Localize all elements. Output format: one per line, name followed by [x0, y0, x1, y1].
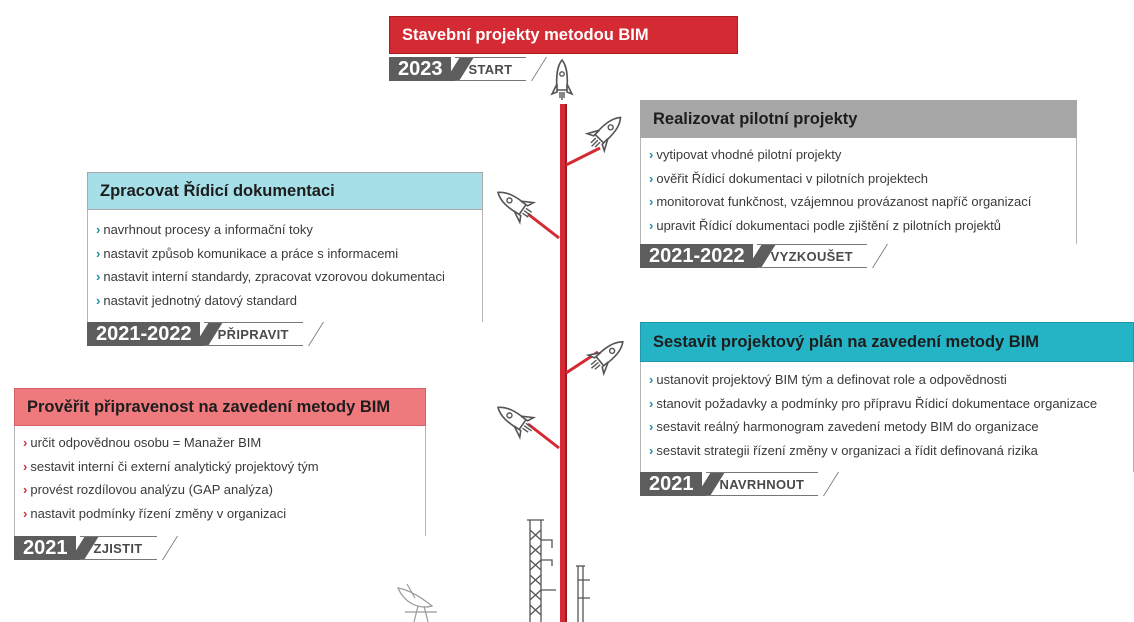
start-year: 2023	[389, 57, 451, 81]
list-item: ›nastavit jednotný datový standard	[96, 289, 474, 313]
list-item: ›sestavit interní či externí analytický …	[23, 455, 417, 479]
chevron-right-icon: ›	[649, 170, 654, 186]
card-body: ›vytipovat vhodné pilotní projekty ›ověř…	[640, 138, 1077, 244]
rocket-icon	[584, 116, 622, 154]
branch-docs	[527, 212, 560, 240]
list-item: ›vytipovat vhodné pilotní projekty	[649, 143, 1068, 167]
card-footer: 2021 NAVRHNOUT	[640, 472, 1134, 496]
list-item: ›nastavit způsob komunikace a práce s in…	[96, 242, 474, 266]
card-year: 2021-2022	[640, 244, 753, 268]
card-readiness: Prověřit připravenost na zavedení metody…	[14, 388, 426, 560]
list-item: ›provést rozdílovou analýzu (GAP analýza…	[23, 478, 417, 502]
card-year: 2021-2022	[87, 322, 200, 346]
list-item: ›nastavit interní standardy, zpracovat v…	[96, 265, 474, 289]
start-banner: Stavební projekty metodou BIM 2023 START	[389, 16, 738, 81]
card-phase: VYZKOUŠET	[746, 244, 888, 268]
list-item: ›stanovit požadavky a podmínky pro přípr…	[649, 392, 1125, 416]
card-title: Sestavit projektový plán na zavedení met…	[640, 322, 1134, 362]
chevron-right-icon: ›	[649, 372, 654, 387]
list-item: ›ustanovit projektový BIM tým a definova…	[649, 368, 1125, 392]
chevron-right-icon: ›	[649, 147, 654, 162]
branch-readiness	[527, 422, 560, 450]
start-footer: 2023 START	[389, 57, 738, 81]
chevron-right-icon: ›	[649, 217, 654, 233]
central-pole	[560, 104, 565, 622]
list-item: ›navrhnout procesy a informační toky	[96, 218, 474, 242]
chevron-right-icon: ›	[23, 505, 28, 521]
chevron-right-icon: ›	[96, 292, 101, 308]
card-pilot-projects: Realizovat pilotní projekty ›vytipovat v…	[640, 100, 1077, 268]
list-item: ›sestavit reálný harmonogram zavedení me…	[649, 415, 1125, 439]
chevron-right-icon: ›	[649, 395, 654, 411]
card-body: ›ustanovit projektový BIM tým a definova…	[640, 362, 1134, 472]
chevron-right-icon: ›	[649, 194, 654, 209]
chevron-right-icon: ›	[96, 222, 101, 237]
card-year: 2021	[14, 536, 76, 560]
card-title: Zpracovat Řídicí dokumentaci	[87, 172, 483, 210]
card-body: ›navrhnout procesy a informační toky ›na…	[87, 210, 483, 322]
card-phase: NAVRHNOUT	[695, 472, 840, 496]
chevron-right-icon: ›	[23, 482, 28, 497]
start-phase: START	[444, 57, 548, 81]
card-project-plan: Sestavit projektový plán na zavedení met…	[640, 322, 1134, 496]
chevron-right-icon: ›	[96, 245, 101, 261]
card-title: Realizovat pilotní projekty	[640, 100, 1077, 138]
card-footer: 2021-2022 VYZKOUŠET	[640, 244, 1077, 268]
chevron-right-icon: ›	[23, 435, 28, 450]
branch-pilot	[565, 146, 601, 167]
card-year: 2021	[640, 472, 702, 496]
satellite-dish-icon	[397, 583, 437, 622]
card-phase: ZJISTIT	[69, 536, 178, 560]
card-phase: PŘIPRAVIT	[193, 322, 324, 346]
start-title: Stavební projekty metodou BIM	[389, 16, 738, 54]
card-footer: 2021 ZJISTIT	[14, 536, 426, 560]
list-item: ›monitorovat funkčnost, vzájemnou prováz…	[649, 190, 1068, 214]
chevron-right-icon: ›	[96, 269, 101, 284]
rocket-icon	[496, 406, 537, 440]
list-item: ›určit odpovědnou osobu = Manažer BIM	[23, 431, 417, 455]
chevron-right-icon: ›	[649, 419, 654, 434]
central-pole-shadow	[565, 104, 567, 622]
card-footer: 2021-2022 PŘIPRAVIT	[87, 322, 483, 346]
launch-tower-icon	[527, 519, 590, 622]
card-title: Prověřit připravenost na zavedení metody…	[14, 388, 426, 426]
rocket-icon	[550, 58, 574, 100]
chevron-right-icon: ›	[23, 458, 28, 474]
chevron-right-icon: ›	[649, 442, 654, 458]
list-item: ›nastavit podmínky řízení změny v organi…	[23, 502, 417, 526]
rocket-icon	[585, 341, 624, 377]
list-item: ›upravit Řídicí dokumentaci podle zjiště…	[649, 214, 1068, 238]
rocket-icon	[496, 191, 537, 225]
card-body: ›určit odpovědnou osobu = Manažer BIM ›s…	[14, 426, 426, 536]
list-item: ›sestavit strategii řízení změny v organ…	[649, 439, 1125, 463]
card-docs: Zpracovat Řídicí dokumentaci ›navrhnout …	[87, 172, 483, 346]
list-item: ›ověřit Řídicí dokumentaci v pilotních p…	[649, 167, 1068, 191]
